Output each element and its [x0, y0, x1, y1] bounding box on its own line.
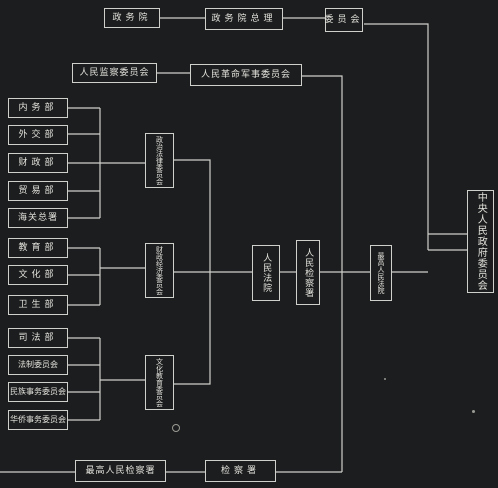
mid-box-3: 文化教育委员会 — [145, 355, 174, 410]
left-box-11: 民族事务委员会 — [8, 382, 68, 402]
speck-1 — [172, 424, 180, 432]
left-box-6: 教育部 — [8, 238, 68, 258]
left-box-5: 海关总署 — [8, 208, 68, 228]
mid-box-1: 政治法律委员会 — [145, 133, 174, 188]
left-box-10: 法制委员会 — [8, 355, 68, 375]
box-top-1: 政务院 — [104, 8, 160, 28]
left-box-4: 贸易部 — [8, 181, 68, 201]
box-second-2: 人民革命军事委员会 — [190, 64, 302, 86]
box-second-1: 人民监察委员会 — [72, 63, 157, 83]
left-box-1: 内务部 — [8, 98, 68, 118]
bottom-box-2: 检察署 — [205, 460, 276, 482]
box-top-3: 委员会 — [325, 8, 363, 32]
box-top-2: 政务院总理 — [205, 8, 283, 30]
left-box-12: 华侨事务委员会 — [8, 410, 68, 430]
left-box-7: 文化部 — [8, 265, 68, 285]
center-box-3: 最高人民法院 — [370, 245, 392, 301]
center-box-2: 人民检察署 — [296, 240, 320, 305]
mid-box-2: 财政经济委员会 — [145, 243, 174, 298]
speck-2 — [384, 378, 386, 380]
left-box-9: 司法部 — [8, 328, 68, 348]
left-box-8: 卫生部 — [8, 295, 68, 315]
speck-3 — [472, 410, 475, 413]
root-box: 中央人民政府委员会 — [467, 190, 494, 293]
center-box-1: 人民法院 — [252, 245, 280, 301]
bottom-box-1: 最高人民检察署 — [75, 460, 166, 482]
left-box-3: 财政部 — [8, 153, 68, 173]
left-box-2: 外交部 — [8, 125, 68, 145]
